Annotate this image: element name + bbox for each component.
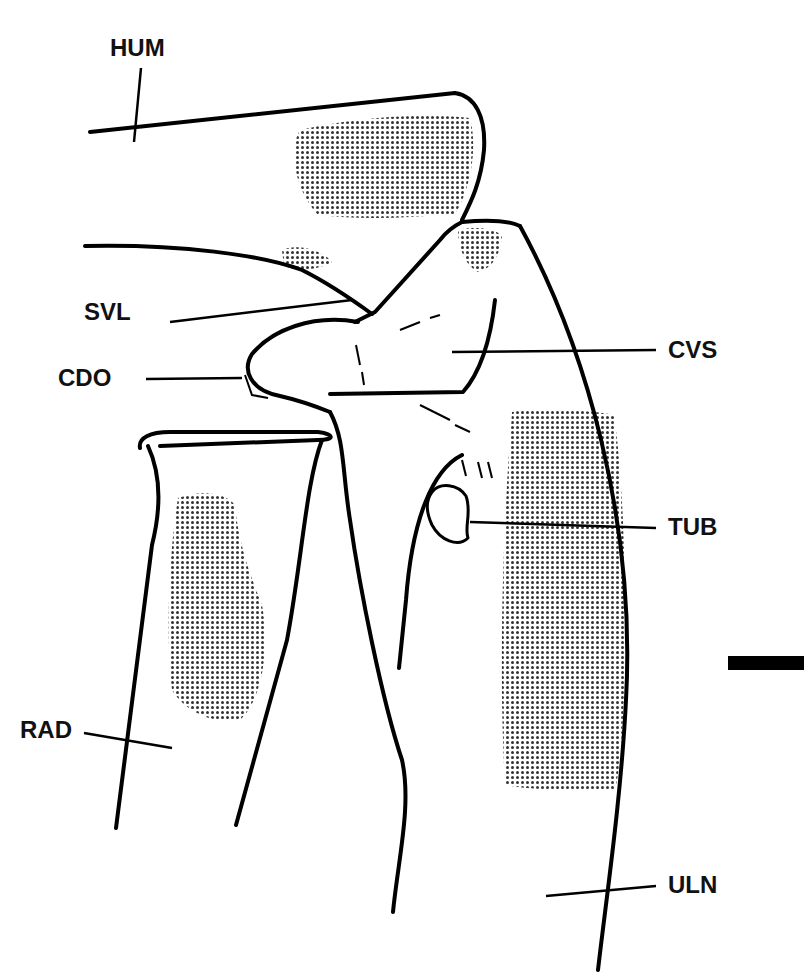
scale-bar <box>728 656 804 670</box>
part-label: SVL <box>84 300 131 324</box>
bone-outlines <box>85 93 627 970</box>
leader-lines <box>84 68 656 896</box>
part-label: TUB <box>668 515 717 539</box>
part-label: RAD <box>20 718 72 742</box>
part-label: ULN <box>668 873 717 897</box>
part-label: CVS <box>668 338 717 362</box>
surface-marks <box>245 315 492 478</box>
part-label: HUM <box>110 36 165 60</box>
stipple-areas <box>169 116 626 791</box>
part-label: CDO <box>58 366 111 390</box>
